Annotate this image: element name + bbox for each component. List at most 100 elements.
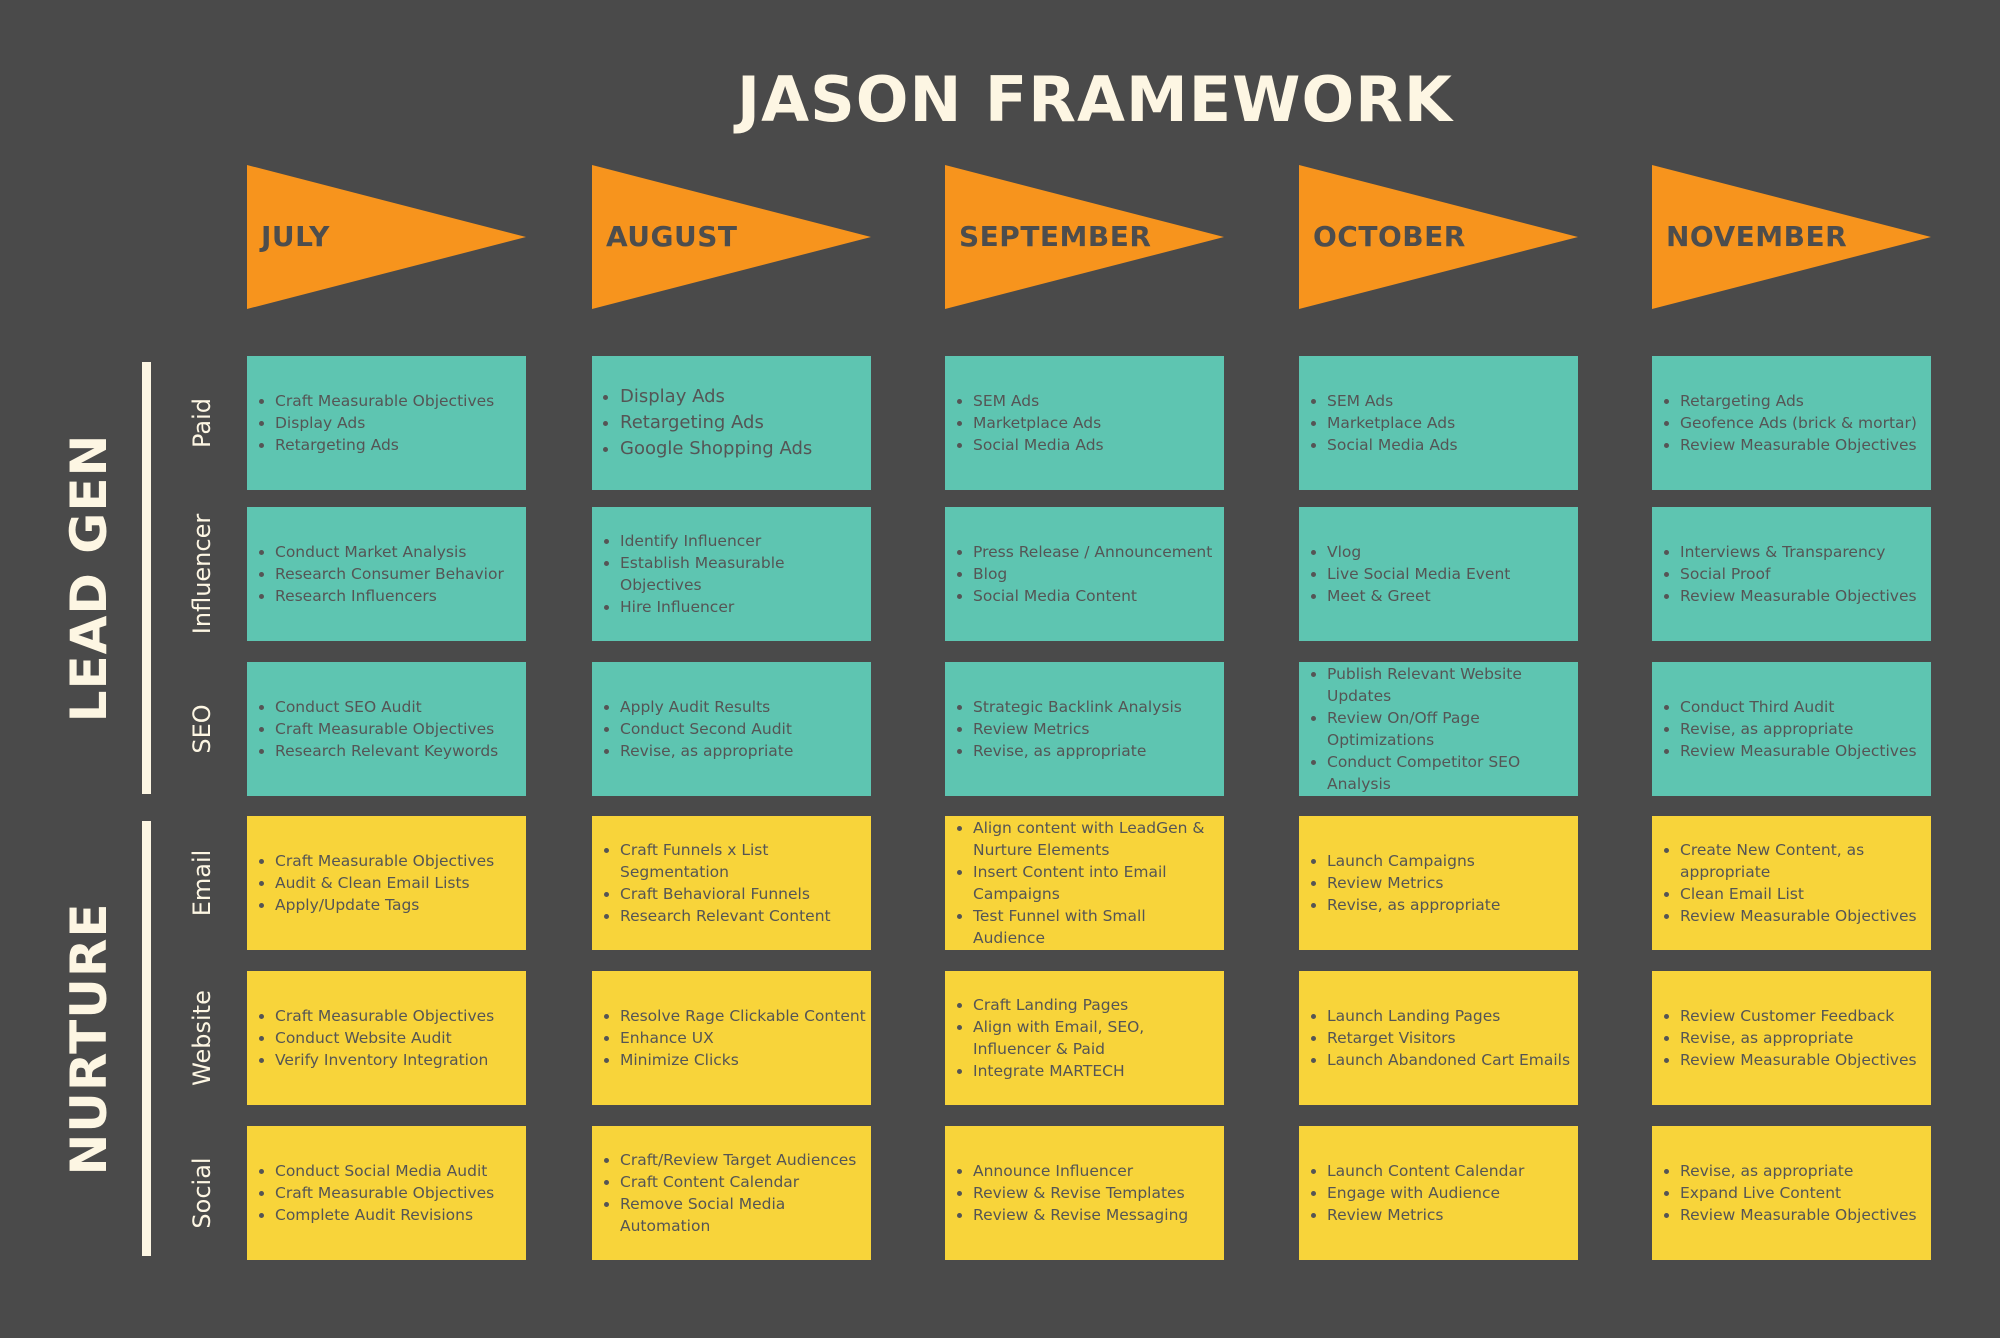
task-item: Display Ads xyxy=(620,384,812,410)
task-item: Conduct Third Audit xyxy=(1680,696,1917,718)
month-pennant-september: SEPTEMBER xyxy=(945,165,1224,309)
task-list: Announce InfluencerReview & Revise Templ… xyxy=(959,1160,1188,1226)
task-item: Google Shopping Ads xyxy=(620,436,812,462)
task-item: Review Measurable Objectives xyxy=(1680,1204,1917,1226)
task-item: Marketplace Ads xyxy=(1327,412,1458,434)
task-card-paid-november: Retargeting AdsGeofence Ads (brick & mor… xyxy=(1652,356,1931,490)
task-card-email-october: Launch CampaignsReview MetricsRevise, as… xyxy=(1299,816,1578,950)
task-item: SEM Ads xyxy=(1327,390,1458,412)
task-card-seo-august: Apply Audit ResultsConduct Second AuditR… xyxy=(592,662,871,796)
task-item: Review Metrics xyxy=(973,718,1182,740)
task-item: Publish Relevant Website Updates xyxy=(1327,663,1576,707)
task-item: Live Social Media Event xyxy=(1327,563,1510,585)
task-item: Insert Content into Email Campaigns xyxy=(973,861,1222,905)
task-card-email-november: Create New Content, as appropriateClean … xyxy=(1652,816,1931,950)
task-item: Retargeting Ads xyxy=(275,434,494,456)
task-item: Launch Content Calendar xyxy=(1327,1160,1524,1182)
task-card-influencer-september: Press Release / AnnouncementBlogSocial M… xyxy=(945,507,1224,641)
task-item: Marketplace Ads xyxy=(973,412,1104,434)
group-divider-bar xyxy=(142,362,151,794)
task-list: VlogLive Social Media EventMeet & Greet xyxy=(1313,541,1510,607)
task-item: Revise, as appropriate xyxy=(973,740,1182,762)
task-item: Create New Content, as appropriate xyxy=(1680,839,1929,883)
task-list: Conduct Social Media AuditCraft Measurab… xyxy=(261,1160,494,1226)
month-pennant-november: NOVEMBER xyxy=(1652,165,1931,309)
task-item: Revise, as appropriate xyxy=(1680,718,1917,740)
task-list: Craft Measurable ObjectivesAudit & Clean… xyxy=(261,850,494,916)
task-item: Conduct SEO Audit xyxy=(275,696,498,718)
task-item: Revise, as appropriate xyxy=(1680,1160,1917,1182)
task-card-influencer-august: Identify InfluencerEstablish Measurable … xyxy=(592,507,871,641)
task-item: Integrate MARTECH xyxy=(973,1060,1222,1082)
task-item: Launch Landing Pages xyxy=(1327,1005,1570,1027)
task-item: Craft Measurable Objectives xyxy=(275,1182,494,1204)
task-item: Review Measurable Objectives xyxy=(1680,434,1917,456)
task-item: Craft/Review Target Audiences xyxy=(620,1149,869,1171)
task-list: Launch CampaignsReview MetricsRevise, as… xyxy=(1313,850,1500,916)
task-list: Retargeting AdsGeofence Ads (brick & mor… xyxy=(1666,390,1917,456)
task-list: Conduct Market AnalysisResearch Consumer… xyxy=(261,541,504,607)
task-card-social-november: Revise, as appropriateExpand Live Conten… xyxy=(1652,1126,1931,1260)
task-card-influencer-october: VlogLive Social Media EventMeet & Greet xyxy=(1299,507,1578,641)
row-label-text: Website xyxy=(188,990,216,1086)
task-list: Align content with LeadGen & Nurture Ele… xyxy=(959,817,1222,949)
task-card-paid-october: SEM AdsMarketplace AdsSocial Media Ads xyxy=(1299,356,1578,490)
task-item: Revise, as appropriate xyxy=(620,740,793,762)
task-item: Announce Influencer xyxy=(973,1160,1188,1182)
task-item: Vlog xyxy=(1327,541,1510,563)
task-list: Craft Measurable ObjectivesConduct Websi… xyxy=(261,1005,494,1071)
task-item: Clean Email List xyxy=(1680,883,1929,905)
row-label-text: Email xyxy=(188,849,216,917)
task-item: Press Release / Announcement xyxy=(973,541,1212,563)
task-item: Hire Influencer xyxy=(620,596,869,618)
month-label: OCTOBER xyxy=(1313,220,1466,253)
task-item: Review Measurable Objectives xyxy=(1680,905,1929,927)
task-list: Craft Measurable ObjectivesDisplay AdsRe… xyxy=(261,390,494,456)
task-item: Revise, as appropriate xyxy=(1680,1027,1917,1049)
task-item: Conduct Competitor SEO Analysis xyxy=(1327,751,1576,795)
task-list: Conduct SEO AuditCraft Measurable Object… xyxy=(261,696,498,762)
task-item: Enhance UX xyxy=(620,1027,866,1049)
task-card-paid-september: SEM AdsMarketplace AdsSocial Media Ads xyxy=(945,356,1224,490)
task-list: Display AdsRetargeting AdsGoogle Shoppin… xyxy=(606,384,812,462)
task-item: Blog xyxy=(973,563,1212,585)
task-item: Align content with LeadGen & Nurture Ele… xyxy=(973,817,1222,861)
task-card-email-august: Craft Funnels x List SegmentationCraft B… xyxy=(592,816,871,950)
task-item: Apply Audit Results xyxy=(620,696,793,718)
task-card-website-august: Resolve Rage Clickable ContentEnhance UX… xyxy=(592,971,871,1105)
group-label-text: NURTURE xyxy=(60,901,118,1176)
task-list: Conduct Third AuditRevise, as appropriat… xyxy=(1666,696,1917,762)
task-item: Craft Landing Pages xyxy=(973,994,1222,1016)
task-item: Craft Measurable Objectives xyxy=(275,390,494,412)
row-label-text: Social xyxy=(188,1157,216,1229)
task-list: Press Release / AnnouncementBlogSocial M… xyxy=(959,541,1212,607)
task-item: Social Media Ads xyxy=(973,434,1104,456)
task-list: Craft/Review Target AudiencesCraft Conte… xyxy=(606,1149,869,1237)
task-item: Craft Behavioral Funnels xyxy=(620,883,869,905)
task-list: Create New Content, as appropriateClean … xyxy=(1666,839,1929,927)
task-list: Revise, as appropriateExpand Live Conten… xyxy=(1666,1160,1917,1226)
task-list: SEM AdsMarketplace AdsSocial Media Ads xyxy=(959,390,1104,456)
task-item: Strategic Backlink Analysis xyxy=(973,696,1182,718)
task-item: Launch Abandoned Cart Emails xyxy=(1327,1049,1570,1071)
month-label: JULY xyxy=(261,220,330,253)
task-item: Resolve Rage Clickable Content xyxy=(620,1005,866,1027)
task-card-paid-july: Craft Measurable ObjectivesDisplay AdsRe… xyxy=(247,356,526,490)
task-item: Review Measurable Objectives xyxy=(1680,740,1917,762)
task-card-email-july: Craft Measurable ObjectivesAudit & Clean… xyxy=(247,816,526,950)
task-list: Launch Content CalendarEngage with Audie… xyxy=(1313,1160,1524,1226)
month-pennant-august: AUGUST xyxy=(592,165,871,309)
task-item: Review & Revise Templates xyxy=(973,1182,1188,1204)
task-list: Resolve Rage Clickable ContentEnhance UX… xyxy=(606,1005,866,1071)
task-item: Geofence Ads (brick & mortar) xyxy=(1680,412,1917,434)
task-item: Identify Influencer xyxy=(620,530,869,552)
task-item: Verify Inventory Integration xyxy=(275,1049,494,1071)
task-item: Research Consumer Behavior xyxy=(275,563,504,585)
task-card-website-september: Craft Landing PagesAlign with Email, SEO… xyxy=(945,971,1224,1105)
task-item: Research Influencers xyxy=(275,585,504,607)
task-item: Revise, as appropriate xyxy=(1327,894,1500,916)
task-item: Review & Revise Messaging xyxy=(973,1204,1188,1226)
task-item: Retargeting Ads xyxy=(1680,390,1917,412)
task-card-social-august: Craft/Review Target AudiencesCraft Conte… xyxy=(592,1126,871,1260)
